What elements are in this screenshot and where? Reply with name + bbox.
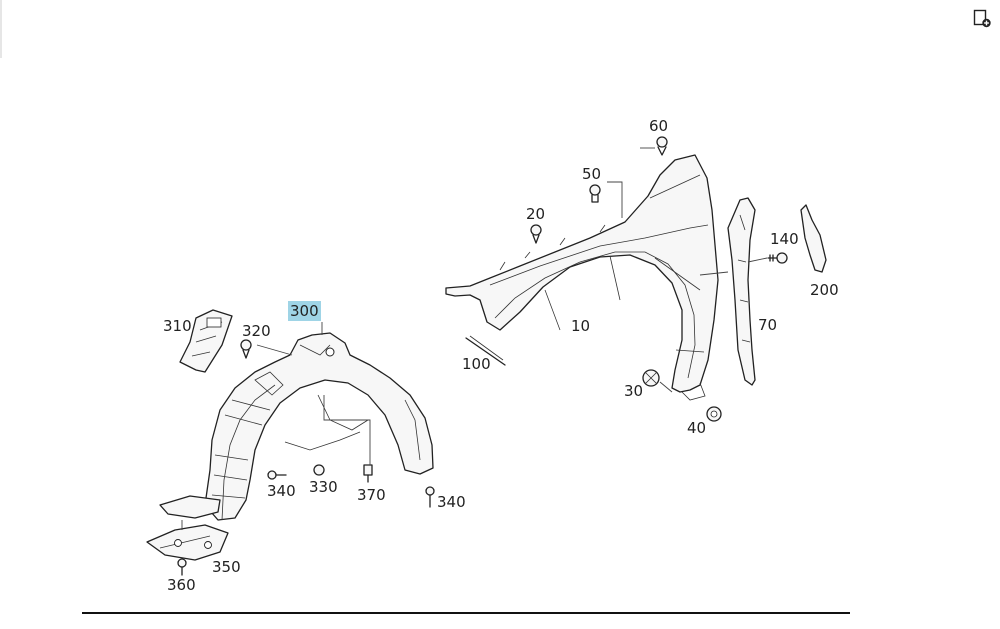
- callout-40[interactable]: 40: [687, 419, 706, 437]
- callout-370[interactable]: 370: [357, 486, 386, 504]
- callout-300[interactable]: 300: [290, 302, 319, 320]
- plate-part-350[interactable]: [146, 524, 229, 561]
- nut-part-40[interactable]: [706, 406, 722, 422]
- add-page-icon[interactable]: [972, 8, 992, 28]
- callout-20[interactable]: 20: [526, 205, 545, 223]
- callout-330[interactable]: 330: [309, 478, 338, 496]
- callout-360[interactable]: 360: [167, 576, 196, 594]
- screw-part-140[interactable]: [767, 252, 788, 264]
- callout-140[interactable]: 140: [770, 230, 799, 248]
- fender-part-10[interactable]: [445, 154, 719, 401]
- seal-strip-part-70[interactable]: [727, 197, 756, 386]
- callout-70[interactable]: 70: [758, 316, 777, 334]
- clip-part-20[interactable]: [530, 224, 542, 244]
- page-edge: [0, 0, 2, 58]
- cover-part-310[interactable]: [179, 309, 233, 373]
- clip-part-370[interactable]: [363, 464, 373, 483]
- footer-rule: [82, 612, 850, 614]
- clip-part-320[interactable]: [240, 339, 252, 359]
- clip-part-60[interactable]: [656, 136, 668, 156]
- callout-320[interactable]: 320: [242, 322, 271, 340]
- callout-60[interactable]: 60: [649, 117, 668, 135]
- callout-10[interactable]: 10: [571, 317, 590, 335]
- callout-50[interactable]: 50: [582, 165, 601, 183]
- callout-200[interactable]: 200: [810, 281, 839, 299]
- leader-lines: [181, 147, 768, 530]
- highlight-300: [288, 301, 321, 321]
- callout-340-left[interactable]: 340: [267, 482, 296, 500]
- callout-350[interactable]: 350: [212, 558, 241, 576]
- screw-part-340a[interactable]: [267, 470, 287, 480]
- clip-part-30[interactable]: [642, 369, 660, 387]
- nut-part-330[interactable]: [313, 464, 325, 476]
- screw-part-340b[interactable]: [425, 486, 435, 508]
- callout-100[interactable]: 100: [462, 355, 491, 373]
- callout-310[interactable]: 310: [163, 317, 192, 335]
- plate-upper: [159, 495, 221, 519]
- callout-340-right[interactable]: 340: [437, 493, 466, 511]
- pin-part-100[interactable]: [465, 335, 506, 366]
- bracket-part-200[interactable]: [800, 204, 827, 273]
- screw-part-50[interactable]: [589, 184, 601, 203]
- wheel-liner-part-300[interactable]: [204, 332, 434, 521]
- screw-part-360[interactable]: [177, 558, 187, 576]
- callout-30[interactable]: 30: [624, 382, 643, 400]
